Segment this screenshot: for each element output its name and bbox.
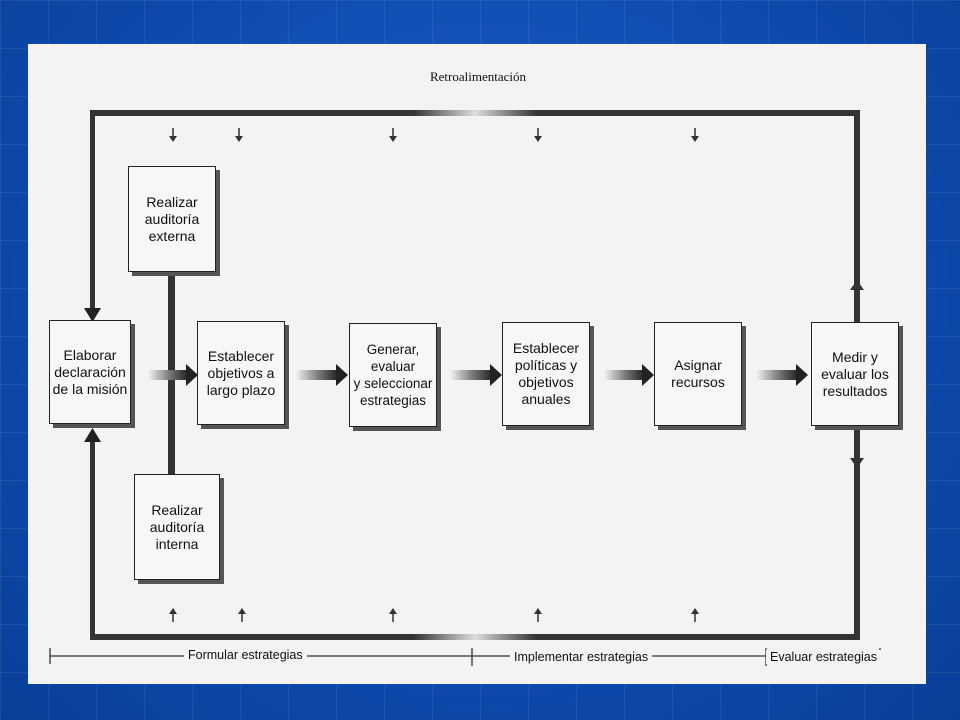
flow-arrow — [148, 364, 198, 386]
right-arrow-up — [850, 280, 864, 290]
phase-ruler — [49, 648, 881, 666]
feedback-left-top-line — [90, 110, 95, 310]
tick-arrow — [238, 608, 246, 622]
feedback-left-bottom-line — [90, 440, 95, 640]
node-assign-resources: Asignar recursos — [654, 322, 742, 426]
tick-arrow — [534, 608, 542, 622]
bottom-tick-arrows — [169, 608, 699, 622]
tick-arrow — [691, 128, 699, 142]
phase-formulate: Formular estrategias — [184, 648, 307, 662]
slide: Retroalimentación Realizar auditoría ext… — [28, 44, 926, 684]
node-mission: Elaborar declaración de la misión — [49, 320, 131, 424]
feedback-bottom-line — [90, 634, 860, 640]
tick-arrow — [235, 128, 243, 142]
diagram-canvas — [49, 110, 881, 666]
phase-implement: Implementar estrategias — [510, 650, 653, 664]
tick-arrow — [389, 608, 397, 622]
node-generate-strategies: Generar, evaluar y seleccionar estrategi… — [349, 323, 437, 427]
flow-arrows — [148, 364, 808, 386]
tick-arrow — [691, 608, 699, 622]
tick-arrow — [534, 128, 542, 142]
node-policies-objectives: Establecer políticas y objetivos anuales — [502, 322, 590, 426]
top-tick-arrows — [169, 128, 699, 142]
right-arrow-down — [850, 458, 864, 468]
node-internal-audit: Realizar auditoría interna — [134, 474, 220, 580]
feedback-arrow-down — [84, 308, 101, 322]
feedback-label: Retroalimentación — [429, 69, 527, 84]
tick-arrow — [389, 128, 397, 142]
flow-arrow — [296, 364, 348, 386]
flow-arrow — [450, 364, 502, 386]
feedback-top-line — [90, 110, 860, 116]
flow-arrow — [604, 364, 654, 386]
flow-arrow — [756, 364, 808, 386]
tick-arrow — [169, 608, 177, 622]
node-long-term-objectives: Establecer objetivos a largo plazo — [197, 321, 285, 425]
node-measure-results: Medir y evaluar los resultados — [811, 322, 899, 426]
phase-evaluate: Evaluar estrategias — [766, 650, 882, 664]
node-external-audit: Realizar auditoría externa — [128, 166, 216, 272]
feedback-arrow-up — [84, 428, 101, 442]
tick-arrow — [169, 128, 177, 142]
